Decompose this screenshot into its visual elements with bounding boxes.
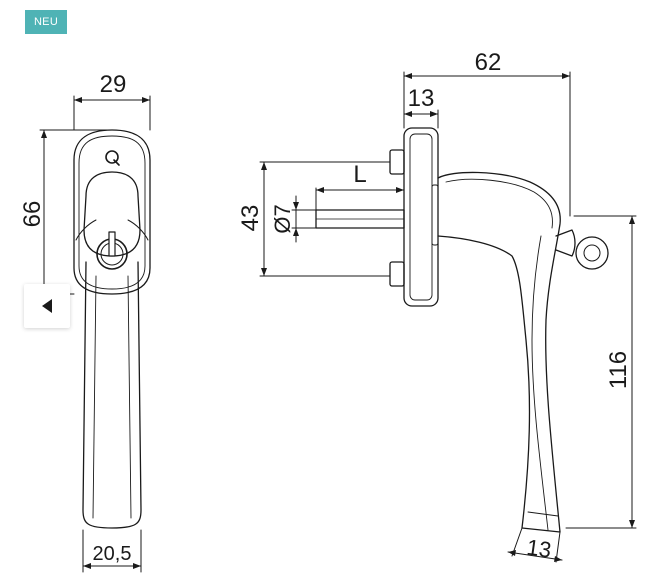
- dim-rosette-depth: 13: [408, 85, 435, 112]
- side-dimension-lines: [259, 71, 637, 563]
- front-view: [73, 129, 151, 529]
- side-screw-bottom: [389, 261, 405, 287]
- dim-front-width: 29: [100, 71, 127, 98]
- side-view: [315, 127, 609, 533]
- dim-side-total-width: 62: [475, 49, 502, 76]
- chevron-left-icon: [42, 299, 52, 313]
- dim-front-height: 66: [19, 201, 46, 228]
- dim-front-base-width: 20,5: [93, 543, 132, 565]
- front-handle-neck: [83, 171, 141, 257]
- front-handle-grip: [82, 261, 142, 529]
- front-q-mark: [105, 150, 119, 164]
- new-badge: NEU: [25, 10, 67, 34]
- previous-image-button[interactable]: [24, 284, 70, 328]
- dim-handle-height: 116: [605, 351, 632, 389]
- dim-spindle-diameter: Ø7: [270, 204, 295, 233]
- dim-grip-width: 13: [525, 534, 553, 562]
- dim-screw-spacing: 43: [237, 205, 264, 232]
- side-handle-body: [437, 171, 561, 533]
- side-rosette: [403, 127, 439, 307]
- side-screw-top: [389, 149, 405, 175]
- side-key: [555, 229, 609, 270]
- front-rosette: [73, 129, 151, 295]
- dim-spindle-length: L: [353, 161, 366, 188]
